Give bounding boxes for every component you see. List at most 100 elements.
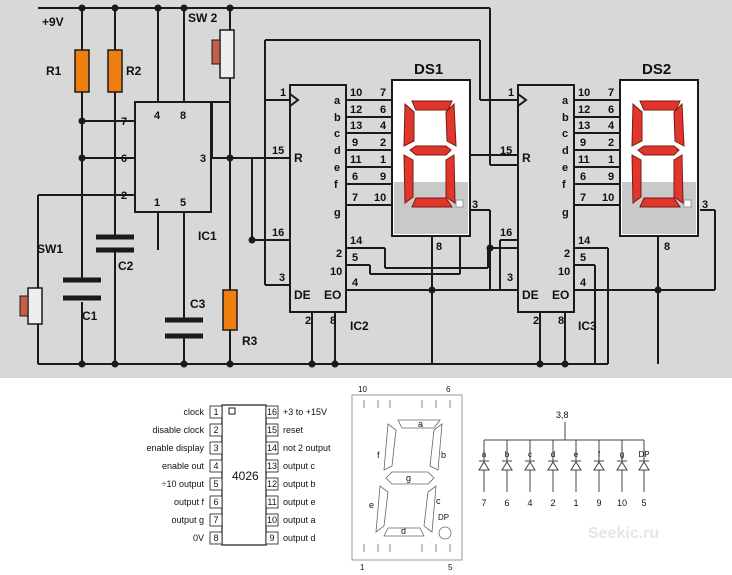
- pinout-right-pin-number: 13: [267, 461, 277, 471]
- pinout-left-pin-box: [209, 459, 223, 473]
- ic2-pin: 4: [352, 277, 359, 289]
- svg-text:7: 7: [608, 87, 614, 99]
- ic2-seg-label: f: [334, 179, 338, 191]
- ic2-seg-label: a: [334, 95, 341, 107]
- ic3-pin: 11: [578, 154, 590, 166]
- sw1-label: SW1: [37, 242, 63, 256]
- pinout-left-pin-number: 5: [213, 479, 218, 489]
- pinout-right-pin-label: output d: [283, 533, 316, 543]
- diode-icon: [524, 461, 536, 471]
- pinout-left-pin-box: [209, 495, 223, 509]
- ic1-pin: 5: [180, 197, 186, 209]
- diode-segment-label: b: [505, 450, 510, 459]
- c3-label: C3: [190, 297, 206, 311]
- ic3-body: [517, 84, 575, 313]
- seg-outline: [375, 419, 443, 537]
- ic3-seg-label: b: [562, 112, 569, 124]
- ic3-pin: 4: [580, 277, 587, 289]
- ic2-pin: 10: [350, 87, 362, 99]
- svg-text:3: 3: [472, 199, 478, 211]
- pinout-right-pin-box: [265, 405, 279, 419]
- common-pin-label: 3,8: [556, 410, 569, 420]
- ds1-segments: [403, 100, 457, 208]
- pinout-left-pin-label: enable display: [146, 443, 204, 453]
- seg-label-dp: DP: [438, 513, 449, 522]
- pinout-right-pin-label: output a: [283, 515, 316, 525]
- pinout-left-pin-number: 3: [213, 443, 218, 453]
- pinout-right-pin-box: [265, 477, 279, 491]
- pinout-right-pin-number: 10: [267, 515, 277, 525]
- ic2-de-label: DE: [294, 288, 311, 302]
- pinout-right-pin-number: 16: [267, 407, 277, 417]
- diode-segment-label: d: [551, 450, 555, 459]
- seven-segment-pin-diagram: 10 6 1 5 a b c d e f g DP: [351, 385, 463, 572]
- pinout-right-pin-number: 9: [269, 533, 274, 543]
- pinout-left-pin-number: 4: [213, 461, 218, 471]
- svg-text:2: 2: [608, 137, 614, 149]
- ic3-de-label: DE: [522, 288, 539, 302]
- switch-sw2: [211, 29, 235, 79]
- svg-text:4: 4: [380, 120, 387, 132]
- pinout-left-pin-box: [209, 513, 223, 527]
- svg-text:7: 7: [380, 87, 386, 99]
- diode-icon: [478, 461, 490, 471]
- ic2-reset-label: R: [294, 151, 303, 165]
- ic2-output-wires: [345, 99, 392, 206]
- pinout-right-pin-label: +3 to +15V: [283, 407, 327, 417]
- diode-pin-label: 9: [596, 498, 601, 508]
- svg-text:9: 9: [608, 171, 614, 183]
- ic1-pin: 4: [154, 110, 161, 122]
- ic3-pin: 10: [558, 266, 570, 278]
- pinout-right-pin-label: output b: [283, 479, 316, 489]
- pinout-left-pin-number: 8: [213, 533, 218, 543]
- ic2-pin: 7: [352, 192, 358, 204]
- ds1-label: DS1: [414, 61, 443, 78]
- diode-icon: [501, 461, 513, 471]
- svg-text:4: 4: [608, 120, 615, 132]
- diode-icon: [616, 461, 628, 471]
- seg-label-e: e: [369, 500, 374, 510]
- diode-icon: [593, 461, 605, 471]
- svg-text:2: 2: [380, 137, 386, 149]
- resistor-r2: [107, 49, 123, 93]
- ic2-clock-symbol: [289, 93, 300, 107]
- seg-label-c: c: [436, 496, 441, 506]
- ic1-pin: 2: [121, 190, 127, 202]
- ic3-pin: 2: [564, 248, 570, 260]
- pinout-left-pin-number: 2: [213, 425, 218, 435]
- ic3-pin: 9: [580, 137, 586, 149]
- seg-top-pin: 6: [446, 385, 451, 394]
- ic2-eo-label: EO: [324, 288, 341, 302]
- ic2-pin: 16: [272, 227, 284, 239]
- pinout-notch: [228, 407, 236, 415]
- supply-label: +9V: [42, 15, 64, 29]
- seg-label-g: g: [406, 473, 411, 483]
- pinout-left-pin-box: [209, 405, 223, 419]
- ic1-label: IC1: [198, 229, 217, 243]
- seg-label-b: b: [441, 450, 446, 460]
- resistor-r1: [74, 49, 90, 93]
- svg-text:10: 10: [374, 192, 386, 204]
- pinout-left-pin-number: 6: [213, 497, 218, 507]
- pinout-right-pin-label: output e: [283, 497, 316, 507]
- c1-label: C1: [82, 309, 98, 323]
- diode-pin-label: 10: [617, 498, 627, 508]
- pinout-right-pin-number: 15: [267, 425, 277, 435]
- ic2-pin: 3: [279, 272, 285, 284]
- ds2-label: DS2: [642, 61, 671, 78]
- pinout-left-pin-number: 7: [213, 515, 218, 525]
- pinout-right-pin-label: reset: [283, 425, 304, 435]
- pinout-right-pin-number: 11: [267, 497, 276, 507]
- ic3-pin: 8: [558, 315, 564, 327]
- pinout-right-pin-box: [265, 513, 279, 527]
- diode-icon: [570, 461, 582, 471]
- ic2-seg-label: c: [334, 128, 340, 140]
- diode-segment-label: a: [482, 450, 487, 459]
- ic1-body: [134, 101, 212, 213]
- diode-segment-label: DP: [638, 450, 649, 459]
- ic1-pin: 3: [200, 153, 206, 165]
- ic2-pin: 5: [352, 252, 358, 264]
